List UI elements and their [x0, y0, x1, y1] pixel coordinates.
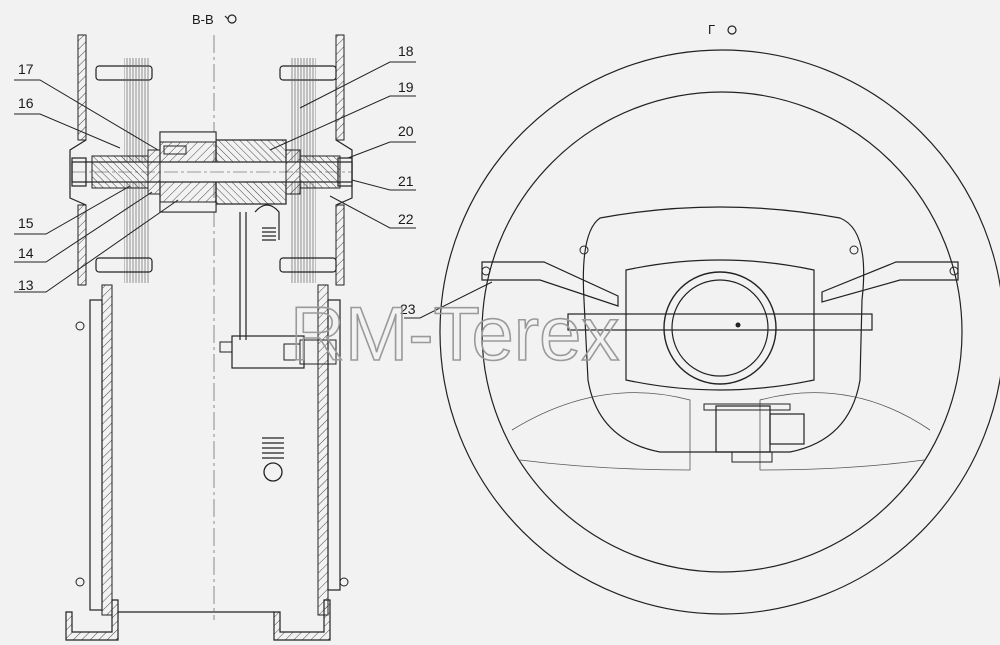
steering-column: [663, 271, 777, 385]
callout-23: 23: [400, 301, 416, 317]
callout-18: 18: [398, 43, 414, 59]
callout-13: 13: [18, 277, 34, 293]
callout-20: 20: [398, 123, 414, 139]
view-arrow-circle-icon: [227, 14, 237, 24]
switch-block: [715, 405, 771, 453]
callout-14: 14: [18, 245, 34, 261]
watermark: RM-Terex: [290, 292, 619, 377]
view-arrow-circle-icon: [727, 25, 737, 35]
callout-17: 17: [18, 61, 34, 77]
return-spring: [262, 437, 284, 482]
callout-16: 16: [18, 95, 34, 111]
hub-cover: [582, 206, 865, 453]
left-stalk-lever: [481, 261, 619, 307]
view-g-steering-wheel: Г: [404, 22, 1000, 615]
callout-21: 21: [398, 173, 414, 189]
callout-15: 15: [18, 215, 34, 231]
view-title-left: В-В: [192, 12, 214, 27]
right-stalk-lever: [821, 261, 959, 303]
section-view-bb: В-В: [14, 12, 416, 641]
callout-19: 19: [398, 79, 414, 95]
callout-22: 22: [398, 211, 414, 227]
steering-wheel-rim: [439, 49, 1000, 615]
view-title-right: Г: [708, 22, 715, 37]
